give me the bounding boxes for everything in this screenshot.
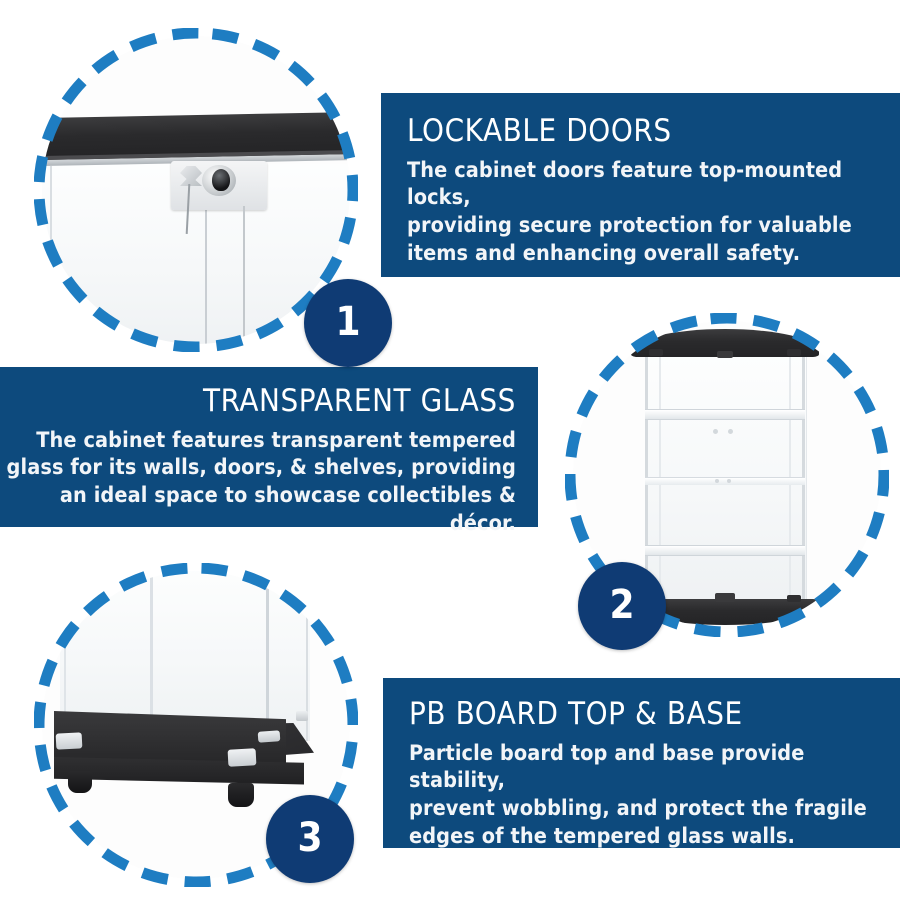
- base-foot-left: [68, 771, 92, 793]
- dashed-circle-frame-2: [565, 313, 889, 637]
- feature-3-badge[interactable]: 3: [266, 795, 354, 883]
- feature-1-photo: [42, 36, 350, 344]
- feature-2-badge[interactable]: 2: [578, 562, 666, 650]
- glass-wall-seam-1: [64, 571, 66, 739]
- feature-callout-2: 2: [565, 313, 889, 650]
- feature-callout-3: 3: [34, 563, 358, 887]
- feature-callout-1: 1: [34, 28, 392, 367]
- feature-3-badge-number: 3: [297, 815, 323, 861]
- feature-1-badge-number: 1: [335, 299, 361, 345]
- feature-1-body-line-2: providing secure protection for valuable: [407, 213, 852, 239]
- feature-3-title: PB BOARD TOP & BASE: [409, 696, 743, 732]
- door-seam-center: [205, 188, 207, 344]
- feature-3-body: Particle board top and base provide stab…: [409, 740, 900, 852]
- shelf-pin-c: [715, 479, 719, 483]
- glass-shelf-middle: [645, 477, 805, 485]
- feature-2-body: The cabinet features transparent tempere…: [0, 427, 516, 539]
- lock-cord: [243, 206, 245, 344]
- feature-2-body-line-2: glass for its walls, doors, & shelves, p…: [6, 455, 516, 481]
- glass-clamp-rear: [296, 711, 308, 721]
- feature-3-text-panel: PB BOARD TOP & BASE Particle board top a…: [383, 678, 900, 849]
- feature-3-body-line-2: prevent wobbling, and protect the fragil…: [409, 796, 867, 822]
- feature-2-text-panel: TRANSPARENT GLASS The cabinet features t…: [0, 367, 538, 536]
- bracket-bc: [715, 593, 735, 602]
- feature-2-badge-number: 2: [609, 582, 635, 628]
- bracket-tr: [787, 349, 801, 356]
- shelf-pin-d: [727, 479, 731, 483]
- glass-wall-seam-3: [266, 571, 269, 729]
- feature-1-title: LOCKABLE DOORS: [407, 113, 672, 149]
- shelf-pin-b: [728, 429, 733, 434]
- lock-keyhole: [212, 169, 230, 191]
- feature-1-badge[interactable]: 1: [304, 279, 392, 367]
- feature-1-body: The cabinet doors feature top-mounted lo…: [407, 157, 900, 269]
- feature-3-photo: [42, 571, 350, 879]
- glass-wall-seam-4: [306, 591, 308, 741]
- feature-1-body-line-1: The cabinet doors feature top-mounted lo…: [407, 157, 843, 211]
- glass-shelf-top: [645, 409, 805, 420]
- dashed-circle-frame-1: [34, 28, 358, 352]
- feature-2-title: TRANSPARENT GLASS: [203, 383, 516, 419]
- feature-1-text-panel: LOCKABLE DOORS The cabinet doors feature…: [381, 93, 900, 277]
- base-foot-right: [228, 783, 254, 807]
- feature-1-body-line-3: items and enhancing overall safety.: [407, 241, 801, 267]
- feature-2-body-line-1: The cabinet features transparent tempere…: [36, 427, 516, 453]
- shelf-pin-a: [713, 429, 718, 434]
- bracket-tl: [649, 349, 663, 356]
- feature-2-body-line-3: an ideal space to showcase collectibles …: [59, 483, 516, 537]
- feature-3-body-line-3: edges of the tempered glass walls.: [409, 824, 795, 850]
- glass-shelf-bottom: [645, 545, 805, 556]
- bracket-br: [787, 595, 801, 602]
- glass-wall-seam-2: [150, 571, 153, 733]
- bracket-tc: [717, 351, 733, 358]
- dashed-circle-frame-3: [34, 563, 358, 887]
- feature-3-body-line-1: Particle board top and base provide stab…: [409, 740, 805, 794]
